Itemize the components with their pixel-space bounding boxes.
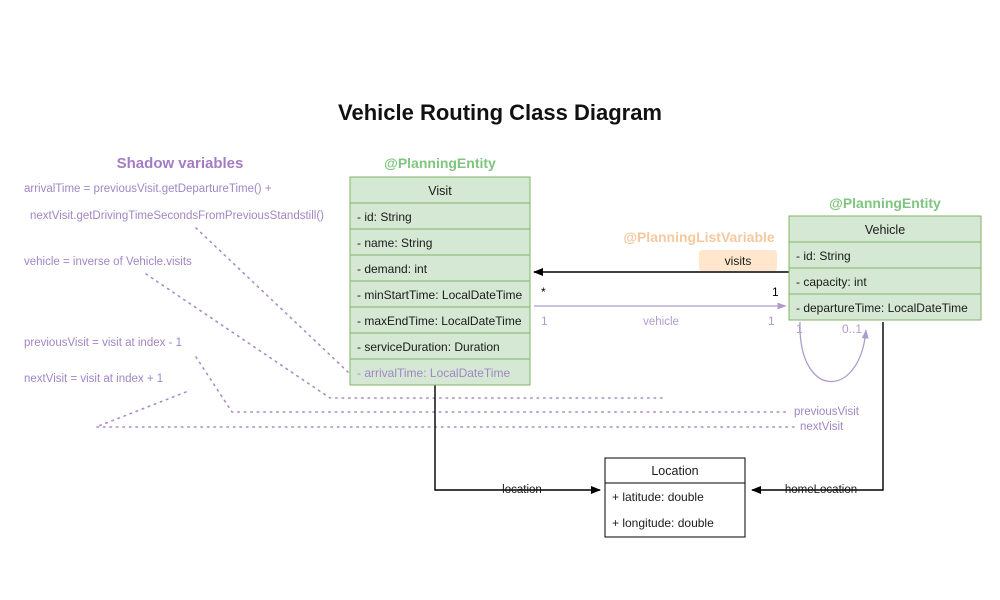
class-name-visit: Visit	[428, 184, 452, 198]
badge-visits-label: visits	[725, 254, 752, 268]
class-box-vehicle[interactable]: Vehicle - id: String - capacity: int - d…	[788, 215, 982, 321]
attribute-visit-demand: - demand: int	[357, 262, 428, 276]
shadow-note-next-visit: nextVisit = visit at index + 1	[24, 373, 163, 385]
class-name-location: Location	[651, 464, 698, 478]
attribute-visit-max-end-time: - maxEndTime: LocalDateTime	[357, 314, 522, 328]
multiplicity-visits-source: *	[541, 285, 546, 299]
dotted-leader-next-visit	[95, 391, 797, 428]
page-title: Vehicle Routing Class Diagram	[338, 100, 662, 125]
stereotype-planning-list-variable: @PlanningListVariable	[623, 229, 775, 245]
class-box-location[interactable]: Location + latitude: double + longitude:…	[604, 457, 746, 538]
edge-label-next-visit: nextVisit	[800, 421, 844, 433]
shadow-note-arrival-time-1: arrivalTime = previousVisit.getDeparture…	[24, 183, 272, 195]
attribute-visit-min-start-time: - minStartTime: LocalDateTime	[357, 288, 522, 302]
attribute-visit-arrival-time: - arrivalTime: LocalDateTime	[357, 366, 510, 380]
edge-label-previous-visit: previousVisit	[794, 406, 860, 418]
multiplicity-visits-target: 1	[772, 285, 779, 299]
multiplicity-vehicle-self-source: 1	[796, 322, 803, 336]
dotted-leader-previous-visit	[195, 356, 791, 413]
multiplicity-vehicle-source: 1	[541, 314, 548, 328]
multiplicity-vehicle-self-target: 0..1	[842, 322, 862, 336]
attribute-location-longitude: + longitude: double	[612, 516, 714, 530]
association-location-line	[434, 385, 601, 494]
edge-label-location: location	[502, 484, 542, 496]
attribute-visit-name: - name: String	[357, 236, 432, 250]
stereotype-vehicle: @PlanningEntity	[829, 195, 941, 211]
edge-label-vehicle: vehicle	[643, 316, 679, 328]
association-home-location-line	[751, 322, 884, 494]
dotted-leader-arrival-time	[195, 227, 349, 373]
dotted-leader-vehicle	[145, 273, 663, 399]
badge-visits[interactable]: visits	[699, 250, 777, 271]
shadow-variables-heading: Shadow variables	[117, 155, 244, 172]
multiplicity-vehicle-target: 1	[768, 314, 775, 328]
shadow-note-vehicle: vehicle = inverse of Vehicle.visits	[24, 256, 192, 268]
shadow-note-arrival-time-2: nextVisit.getDrivingTimeSecondsFromPrevi…	[30, 210, 324, 222]
attribute-location-latitude: + latitude: double	[612, 490, 704, 504]
attribute-vehicle-id: - id: String	[796, 249, 851, 263]
class-name-vehicle: Vehicle	[865, 223, 905, 237]
attribute-visit-service-duration: - serviceDuration: Duration	[357, 340, 500, 354]
shadow-note-previous-visit: previousVisit = visit at index - 1	[24, 337, 182, 349]
class-box-visit[interactable]: Visit - id: String - name: String - dema…	[349, 176, 531, 386]
attribute-vehicle-departure-time: - departureTime: LocalDateTime	[796, 301, 968, 315]
attribute-vehicle-capacity: - capacity: int	[796, 275, 867, 289]
stereotype-visit: @PlanningEntity	[384, 155, 496, 171]
association-vehicle-self-loop	[799, 321, 869, 383]
edge-label-home-location: homeLocation	[785, 484, 857, 496]
attribute-visit-id: - id: String	[357, 210, 412, 224]
